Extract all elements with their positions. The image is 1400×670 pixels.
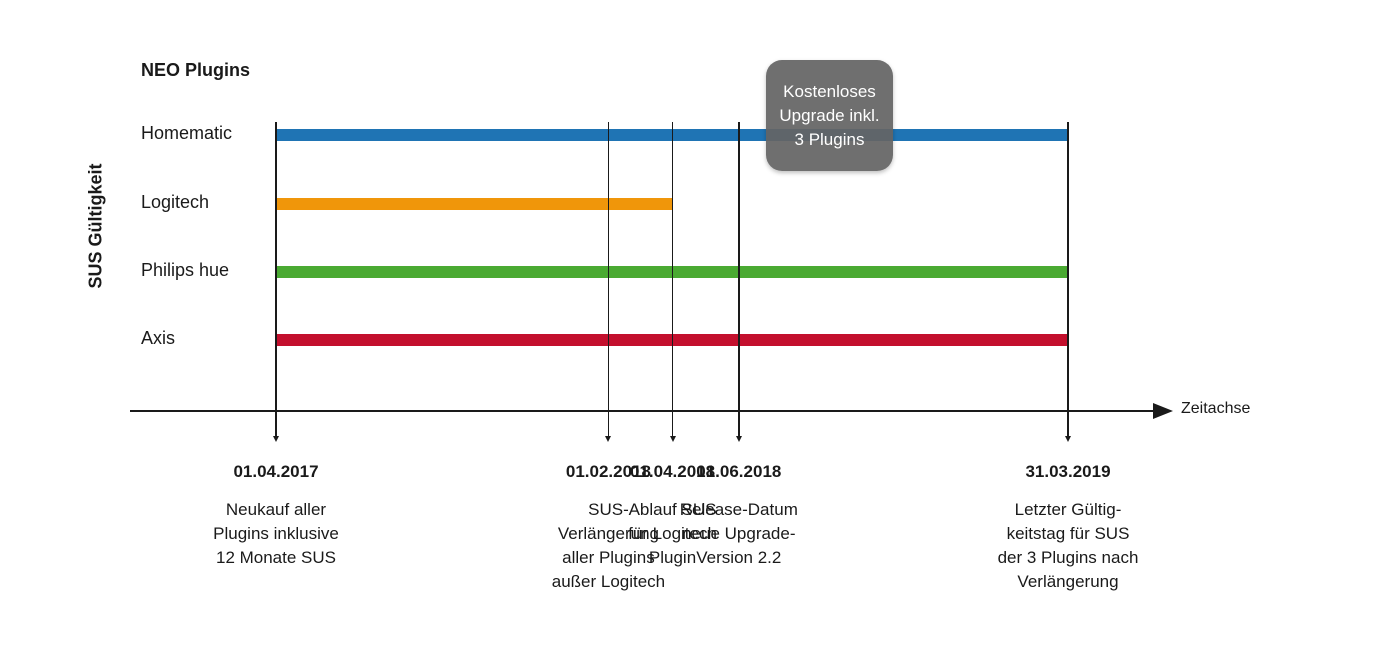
milestone-line	[671, 122, 674, 436]
milestone-description: Letzter Gültig- keitstag für SUS der 3 P…	[997, 500, 1139, 591]
milestone-date: 01.04.2017	[233, 462, 319, 481]
milestone-description: Release-Datum neue Upgrade- Version 2.2	[679, 500, 798, 567]
milestone-arrow	[735, 436, 742, 442]
diagram-title: NEO Plugins	[141, 60, 251, 80]
milestone-description: SUS- Verlängerung aller Plugins außer Lo…	[551, 500, 666, 591]
milestone-arrow	[1065, 436, 1071, 442]
row-label-axis: Axis	[141, 328, 176, 348]
milestone-date: 31.03.2019	[1025, 462, 1111, 481]
time-axis-line	[130, 410, 1160, 412]
time-axis-label: Zeitachse	[1181, 400, 1251, 417]
validity-bar-logitech	[276, 198, 673, 210]
milestone-line	[607, 122, 610, 436]
milestone-arrow	[273, 436, 279, 442]
row-label-logitech: Logitech	[141, 192, 210, 212]
milestone-date: 01.02.2018	[565, 462, 651, 481]
row-label-homematic: Homematic	[141, 123, 233, 143]
y-axis-label: SUS Gültigkeit	[85, 163, 106, 289]
milestone-date: 01.06.2018	[696, 462, 782, 481]
milestone-arrow	[605, 436, 612, 442]
milestone-line	[275, 122, 277, 436]
milestone-description: Neukauf aller Plugins inklusive 12 Monat…	[213, 500, 339, 567]
time-axis-arrowhead	[1153, 403, 1173, 419]
upgrade-callout: Kostenloses Upgrade inkl. 3 Plugins	[766, 60, 893, 171]
milestone-arrow	[669, 436, 676, 442]
milestone-date: 01.04.2018	[629, 462, 716, 481]
milestone-line	[738, 122, 740, 436]
milestone-description: Ablauf SUS für Logitech Plugin	[628, 500, 717, 567]
row-label-philips-hue: Philips hue	[141, 260, 230, 280]
milestone-line	[1067, 122, 1069, 436]
